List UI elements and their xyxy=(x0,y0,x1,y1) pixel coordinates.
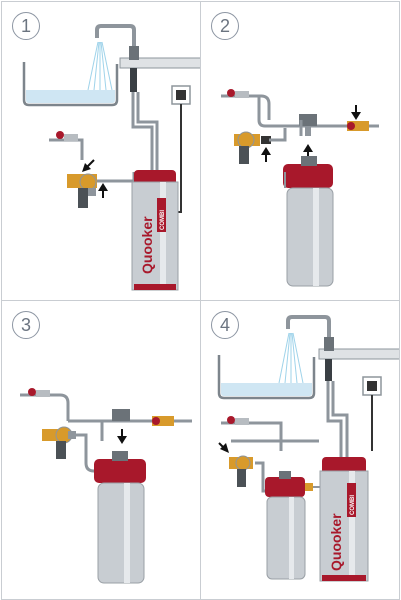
step-3-illustration xyxy=(20,388,192,584)
panel-step-1: 1 xyxy=(1,1,201,301)
arrow-icon xyxy=(261,105,361,162)
water-spray-icon xyxy=(278,332,304,384)
sink-icon xyxy=(22,62,119,107)
valve-icon xyxy=(221,89,379,164)
step-2-illustration xyxy=(221,89,379,287)
pipe xyxy=(331,381,349,457)
brand-label: Quooker xyxy=(139,216,155,274)
model-label: COMBI xyxy=(350,495,356,515)
valve-icon xyxy=(49,131,136,208)
worktop xyxy=(119,57,200,69)
connector-icon xyxy=(152,416,174,426)
panel-step-3: 3 xyxy=(1,300,201,600)
panel-step-2: 2 xyxy=(200,1,400,301)
tap-icon xyxy=(286,315,334,381)
model-label: COMBI xyxy=(160,210,166,230)
socket-icon xyxy=(362,376,382,451)
tap-icon xyxy=(95,24,139,92)
panel-step-4: 4 xyxy=(200,300,400,600)
filter-icon xyxy=(283,156,334,287)
step-number-4: 4 xyxy=(211,311,239,339)
valve-icon xyxy=(20,388,192,473)
step-4-illustration: Quooker COMBI xyxy=(217,315,399,582)
connector-icon xyxy=(347,121,369,131)
pipe xyxy=(131,92,154,170)
step-number-2: 2 xyxy=(211,12,239,40)
boiler-icon: Quooker COMBI xyxy=(131,170,179,291)
arrow-icon xyxy=(82,159,108,198)
step-number-1: 1 xyxy=(12,12,40,40)
filter-icon xyxy=(265,471,321,580)
worktop xyxy=(318,348,399,360)
t-piece-icon xyxy=(299,114,317,136)
t-piece-icon xyxy=(100,409,130,441)
water-spray-icon xyxy=(87,41,113,91)
boiler-icon: Quooker COMBI xyxy=(319,457,369,582)
arrow-icon xyxy=(218,442,229,453)
pipe xyxy=(136,92,159,170)
step-number-3: 3 xyxy=(12,311,40,339)
step-1-illustration: Quooker COMBI xyxy=(22,24,200,291)
arrow-icon xyxy=(117,429,127,444)
brand-label: Quooker xyxy=(328,513,344,571)
pipe xyxy=(326,381,343,457)
sink-icon xyxy=(217,355,316,400)
filter-icon xyxy=(94,451,146,584)
